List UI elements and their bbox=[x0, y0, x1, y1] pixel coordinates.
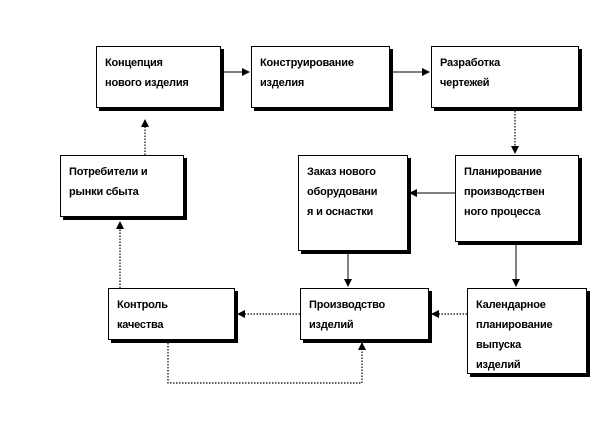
drawings-box: Разработка чертежей bbox=[431, 46, 579, 108]
box-text-line: изделий bbox=[476, 359, 521, 371]
process-planning-box: Планирование производствен ного процесса bbox=[455, 155, 579, 242]
box-text-line: Конструирование bbox=[260, 57, 354, 69]
box-text-line: выпуска bbox=[476, 339, 521, 351]
box-text-line: изделий bbox=[309, 319, 354, 331]
box-text-line: ного процесса bbox=[464, 206, 541, 218]
box-text-line: Контроль bbox=[117, 299, 168, 311]
box-text-line: Календарное bbox=[476, 299, 546, 311]
box-text-line: Разработка bbox=[440, 57, 500, 69]
box-text-line: я и оснастки bbox=[307, 206, 374, 218]
box-text-line: планирование bbox=[476, 319, 553, 331]
box-text-line: нового изделия bbox=[105, 77, 189, 89]
concept-box: Концепция нового изделия bbox=[96, 46, 221, 108]
box-text-line: Производство bbox=[309, 299, 386, 311]
arrow-quality-to-production bbox=[167, 342, 366, 384]
box-text-line: Потребители и bbox=[69, 166, 148, 178]
design-box: Конструирование изделия bbox=[251, 46, 390, 108]
box-text-line: производствен bbox=[464, 186, 545, 198]
production-box: Производство изделий bbox=[300, 288, 429, 340]
box-text-line: изделия bbox=[260, 77, 305, 89]
box-text-line: рынки сбыта bbox=[69, 186, 139, 198]
box-text-line: оборудовани bbox=[307, 186, 378, 198]
equipment-order-box: Заказ нового оборудовани я и оснастки bbox=[298, 155, 408, 251]
consumers-box: Потребители и рынки сбыта bbox=[60, 155, 184, 217]
box-text-line: качества bbox=[117, 319, 164, 331]
box-text-line: чертежей bbox=[440, 77, 490, 89]
calendar-planning-box: Календарное планирование выпуска изделий bbox=[467, 288, 587, 374]
box-text-line: Концепция bbox=[105, 57, 163, 69]
quality-control-box: Контроль качества bbox=[108, 288, 235, 340]
box-text-line: Заказ нового bbox=[307, 166, 376, 178]
box-text-line: Планирование bbox=[464, 166, 542, 178]
